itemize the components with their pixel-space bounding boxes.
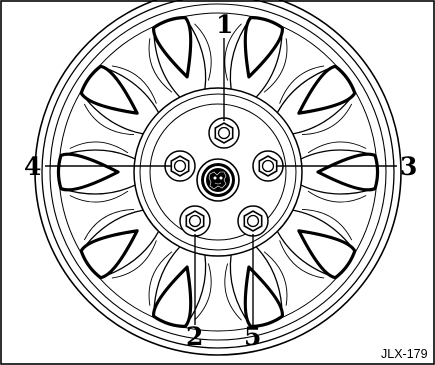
callout-2: 2	[186, 322, 203, 351]
lug-nut-1	[209, 118, 239, 148]
callout-4: 4	[24, 152, 41, 181]
center-cap	[197, 159, 239, 201]
lug-nut-2	[180, 206, 210, 236]
callout-3: 3	[400, 152, 417, 181]
callout-1: 1	[216, 10, 233, 39]
callout-5: 5	[244, 322, 261, 351]
reference-code: JLX-179	[381, 347, 428, 361]
lug-nut-5	[238, 206, 268, 236]
